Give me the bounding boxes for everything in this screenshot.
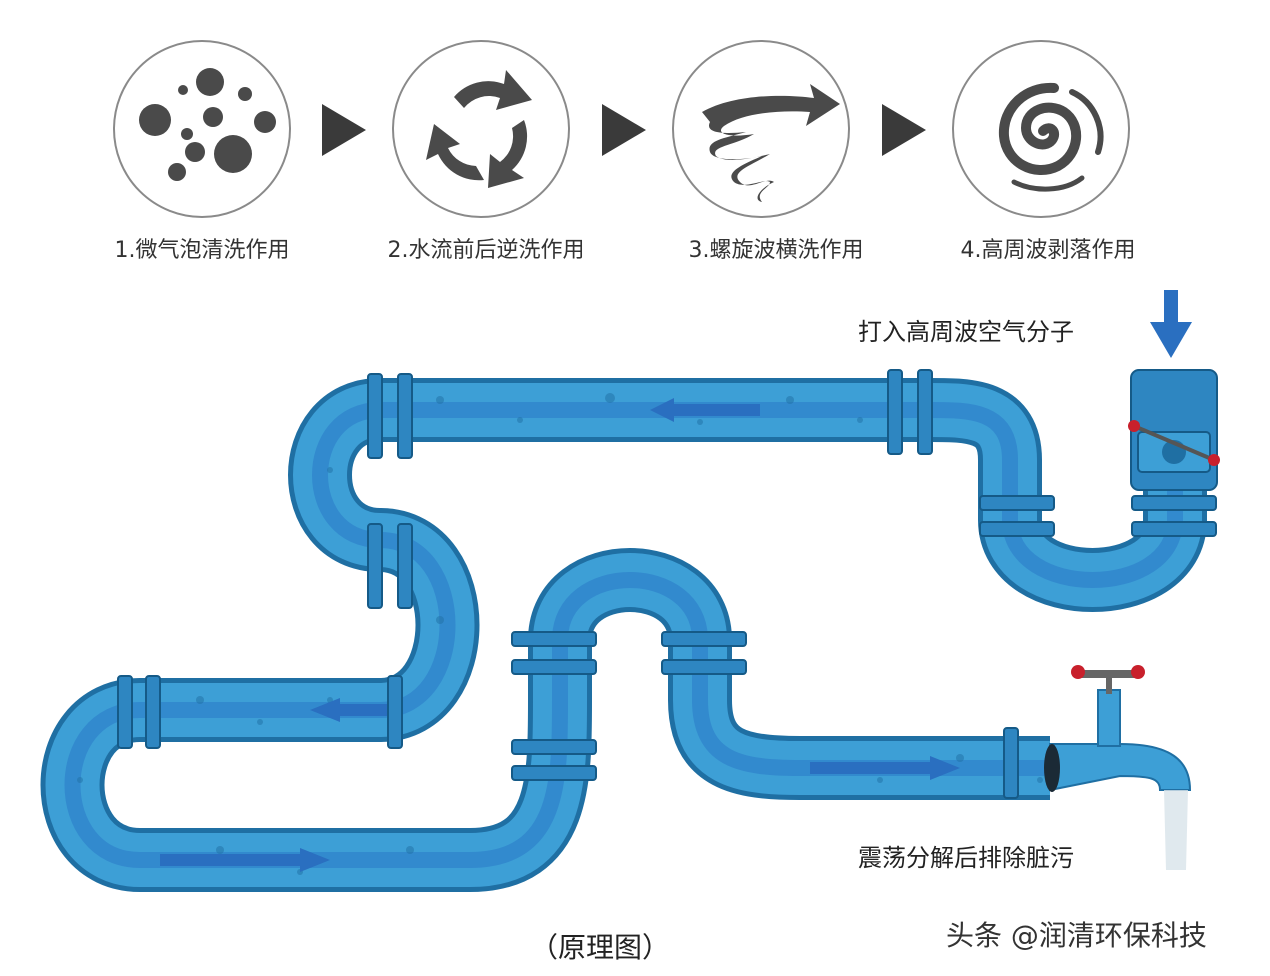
step-2-label: 2.水流前后逆洗作用 [387,238,585,263]
diagram-caption: （原理图） [530,931,671,964]
outlet-note: 震荡分解后排除脏污 [858,844,1074,872]
step-arrow-3 [882,104,926,156]
step-4-label: 4.高周波剥落作用 [960,238,1136,263]
inlet-arrow-icon [1150,290,1192,358]
pipe-flanges [117,369,1217,799]
inlet-device [1128,369,1220,491]
flow-arrows [160,398,960,872]
step-1-label: 1.微气泡清洗作用 [114,238,290,263]
step-arrow-2 [602,104,646,156]
step-arrow-1 [322,104,366,156]
spiral-arrow-icon [702,84,840,202]
step-1-circle [113,40,291,218]
step-3-circle [672,40,850,218]
inlet-note: 打入高周波空气分子 [858,318,1074,346]
step-2-circle [392,40,570,218]
swirl-icon [998,82,1104,192]
step-3-label: 3.螺旋波横洗作用 [688,238,864,263]
pipe-bubbles [77,393,1043,875]
circular-arrows-icon [426,70,532,188]
bubbles-icon [139,68,276,181]
step-4-circle [952,40,1130,218]
watermark: 头条 @润清环保科技 [946,919,1207,952]
faucet-icon [1044,665,1192,870]
